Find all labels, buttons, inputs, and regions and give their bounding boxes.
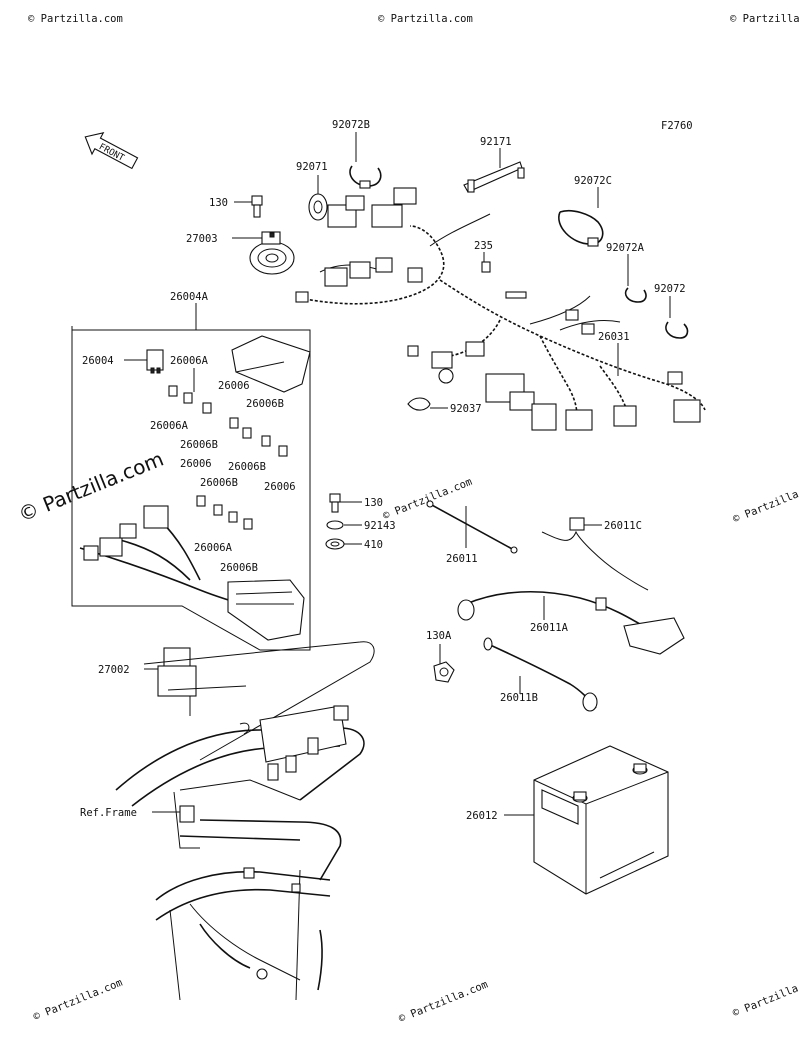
label-26011: 26011	[446, 553, 478, 565]
part-labels: 92072B 92071 92171 92072C 130 27003 235 …	[80, 119, 686, 822]
fuse-box-cover	[231, 335, 311, 393]
label-410: 410	[364, 539, 383, 551]
label-26004: 26004	[82, 355, 114, 367]
label-26006-2: 26006	[180, 458, 212, 470]
label-26031: 26031	[598, 331, 630, 343]
fuse-box-harness	[79, 505, 305, 641]
bracket-92171	[463, 161, 525, 193]
label-130A: 130A	[426, 630, 452, 642]
label-26006A-1: 26006A	[170, 355, 209, 367]
label-27002: 27002	[98, 664, 130, 676]
label-26012: 26012	[466, 810, 498, 822]
label-26006B-5: 26006B	[220, 562, 258, 574]
cable-26011B	[483, 637, 598, 712]
watermark-tile: © Partzilla.com	[378, 13, 473, 25]
label-130-mid: 130	[364, 497, 383, 509]
bolt-130A	[433, 661, 455, 683]
clamp-92072A	[624, 287, 647, 303]
bolt-130-mid	[329, 493, 341, 513]
clamp-92072	[665, 321, 689, 339]
fuse-26004	[146, 349, 164, 374]
watermark-tile: © Partzilla.com	[381, 476, 473, 523]
label-130-top: 130	[209, 197, 228, 209]
label-26004A: 26004A	[170, 291, 209, 303]
label-26006-3: 26006	[264, 481, 296, 493]
label-92072: 92072	[654, 283, 686, 295]
bolt-235	[481, 261, 491, 273]
grommet-92071	[308, 193, 328, 221]
clip-92037	[407, 397, 431, 411]
front-arrow: FRONT	[84, 132, 139, 170]
spacer-92143	[326, 520, 344, 530]
reference-frame	[115, 641, 375, 1001]
label-92072A: 92072A	[606, 242, 645, 254]
watermark-tile: © Partzilla.com	[731, 973, 800, 1020]
cable-26011A	[457, 591, 685, 655]
cable-26011	[426, 500, 518, 554]
label-26006B-3: 26006B	[228, 461, 266, 473]
label-26006B-2: 26006B	[180, 439, 218, 451]
fuse-set	[168, 385, 288, 530]
label-26006-1: 26006	[218, 380, 250, 392]
battery-26012	[533, 745, 669, 895]
label-92071: 92071	[296, 161, 328, 173]
bolt-130-top	[251, 195, 263, 218]
label-26006B-4: 26006B	[200, 477, 238, 489]
label-26011B: 26011B	[500, 692, 538, 704]
relay-27002	[157, 647, 197, 716]
figure-code: F2760	[661, 120, 693, 132]
horn-27003	[249, 231, 295, 275]
label-92171: 92171	[480, 136, 512, 148]
fuse-kit-frame	[71, 303, 311, 651]
label-ref-frame: Ref.Frame	[80, 807, 137, 819]
label-92072C: 92072C	[574, 175, 612, 187]
label-26011A: 26011A	[530, 622, 569, 634]
label-26006B-1: 26006B	[246, 398, 284, 410]
cable-26011C	[541, 517, 649, 591]
label-26006A-3: 26006A	[194, 542, 233, 554]
watermark-tile: © Partzilla.com	[397, 979, 489, 1026]
label-26011C: 26011C	[604, 520, 642, 532]
washer-410	[325, 538, 345, 550]
clamp-92072B	[349, 165, 382, 189]
main-harness-26031	[295, 187, 706, 431]
label-92072B: 92072B	[332, 119, 370, 131]
watermark-tile: © Partzilla.com	[731, 479, 800, 526]
label-92037: 92037	[450, 403, 482, 415]
leader-lines	[124, 132, 671, 816]
label-26006A-2: 26006A	[150, 420, 189, 432]
watermark-tile: © Partzilla.com	[730, 13, 800, 25]
clamp-92072C	[558, 209, 604, 247]
watermark-tile: © Partzilla.com	[32, 977, 124, 1024]
label-92143: 92143	[364, 520, 396, 532]
label-27003: 27003	[186, 233, 218, 245]
label-235: 235	[474, 240, 493, 252]
watermark-tile: © Partzilla.com	[28, 13, 123, 25]
